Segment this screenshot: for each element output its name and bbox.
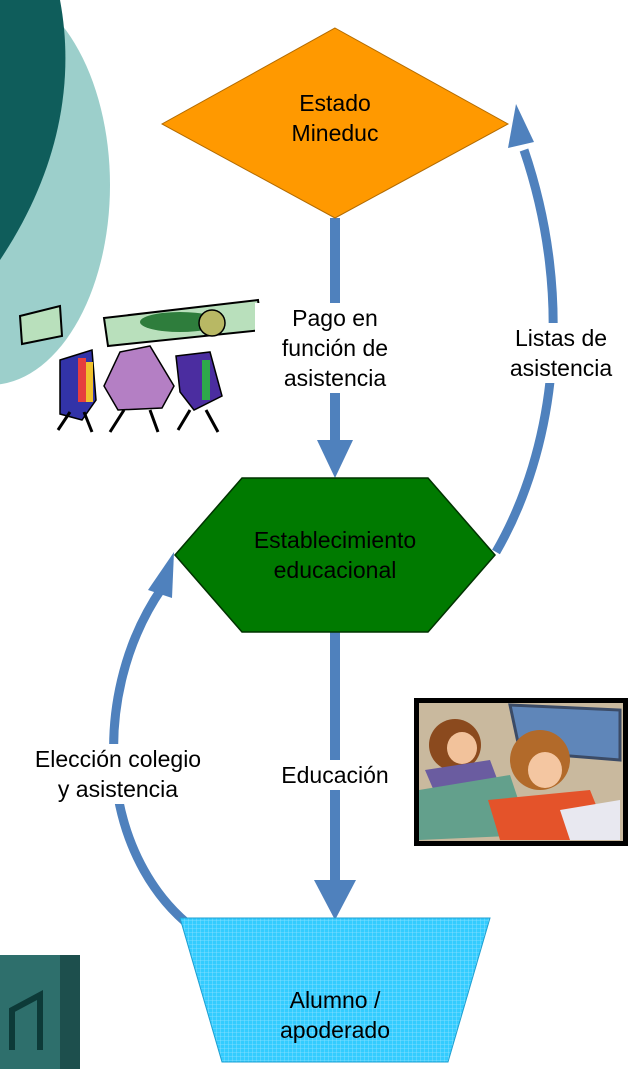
node-alumno-line2: apoderado [280,1017,390,1043]
edge-educacion-line1: Educación [281,762,389,788]
node-estado-label: Estado Mineduc [235,88,435,148]
edge-listas-line1: Listas de [514,325,608,351]
edge-listas-label: Listas de asistencia [492,323,630,383]
edge-pago-line2: función de [281,335,389,361]
edge-educacion-label: Educación [262,760,408,790]
classroom-clipart-icon [414,698,628,846]
background-dark-shape [0,0,66,260]
edge-listas-line2: asistencia [509,355,613,381]
money-clipart-icon [18,298,264,433]
edge-pago-line3: asistencia [283,365,387,391]
edge-pago-label: Pago en función de asistencia [255,303,415,393]
edge-eleccion-line1: Elección colegio [34,746,202,772]
node-alumno-line1: Alumno / [289,987,381,1013]
node-establecimiento-line1: Establecimiento [253,527,417,553]
slide-number-button [0,955,80,1069]
node-estado-line2: Mineduc [291,120,379,146]
node-alumno-shape [179,917,491,1063]
node-establecimiento-shape [174,477,496,633]
node-establecimiento-line2: educacional [273,557,397,583]
node-alumno-label: Alumno / apoderado [235,985,435,1045]
node-estado-line1: Estado [299,90,371,116]
edge-pago-line1: Pago en [292,305,378,331]
edge-eleccion-line2: y asistencia [57,776,179,802]
edge-eleccion-label: Elección colegio y asistencia [8,744,228,804]
node-estado-shape [160,27,510,219]
arrow-educacion [314,632,356,920]
node-establecimiento-label: Establecimiento educacional [215,525,455,585]
